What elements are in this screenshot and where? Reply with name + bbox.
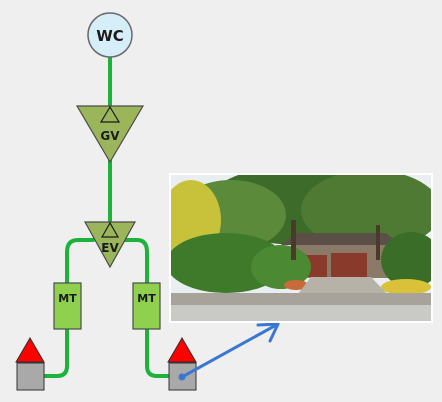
meter-left-box bbox=[53, 282, 82, 330]
house-left-body bbox=[16, 362, 45, 391]
wc-label: WC bbox=[96, 27, 124, 45]
gv-valve[interactable]: GV bbox=[75, 105, 145, 164]
house-photo[interactable] bbox=[169, 173, 433, 323]
wc-circle bbox=[87, 12, 133, 58]
house-photo-illustration bbox=[171, 175, 431, 321]
gv-small-triangle-icon bbox=[99, 105, 121, 123]
ev-valve[interactable]: EV bbox=[83, 221, 137, 269]
gv-label: GV bbox=[100, 129, 120, 143]
photo-link-arrow bbox=[178, 322, 280, 381]
arrow-head bbox=[256, 322, 280, 343]
meter-left[interactable]: MT bbox=[53, 282, 82, 330]
arrow-origin-dot bbox=[178, 373, 186, 381]
pipes bbox=[43, 56, 170, 378]
pipe-right-meter-house bbox=[145, 327, 170, 378]
meter-right-box bbox=[132, 282, 161, 330]
house-left-roof bbox=[15, 337, 45, 363]
ev-small-triangle-icon bbox=[100, 221, 120, 238]
wc-node[interactable]: WC bbox=[87, 12, 133, 58]
house-icon-right[interactable] bbox=[167, 337, 197, 391]
ev-label: EV bbox=[101, 241, 119, 255]
house-icon-left[interactable] bbox=[15, 337, 45, 391]
arrow-shaft bbox=[180, 322, 280, 379]
meter-right[interactable]: MT bbox=[132, 282, 161, 330]
pipe-left-meter-house bbox=[43, 327, 69, 378]
pipe-ev-right-meter bbox=[123, 238, 149, 285]
meter-right-label: MT bbox=[137, 292, 156, 305]
house-right-roof bbox=[167, 337, 197, 363]
pipe-ev-left-meter bbox=[65, 238, 95, 285]
meter-left-label: MT bbox=[58, 292, 77, 305]
